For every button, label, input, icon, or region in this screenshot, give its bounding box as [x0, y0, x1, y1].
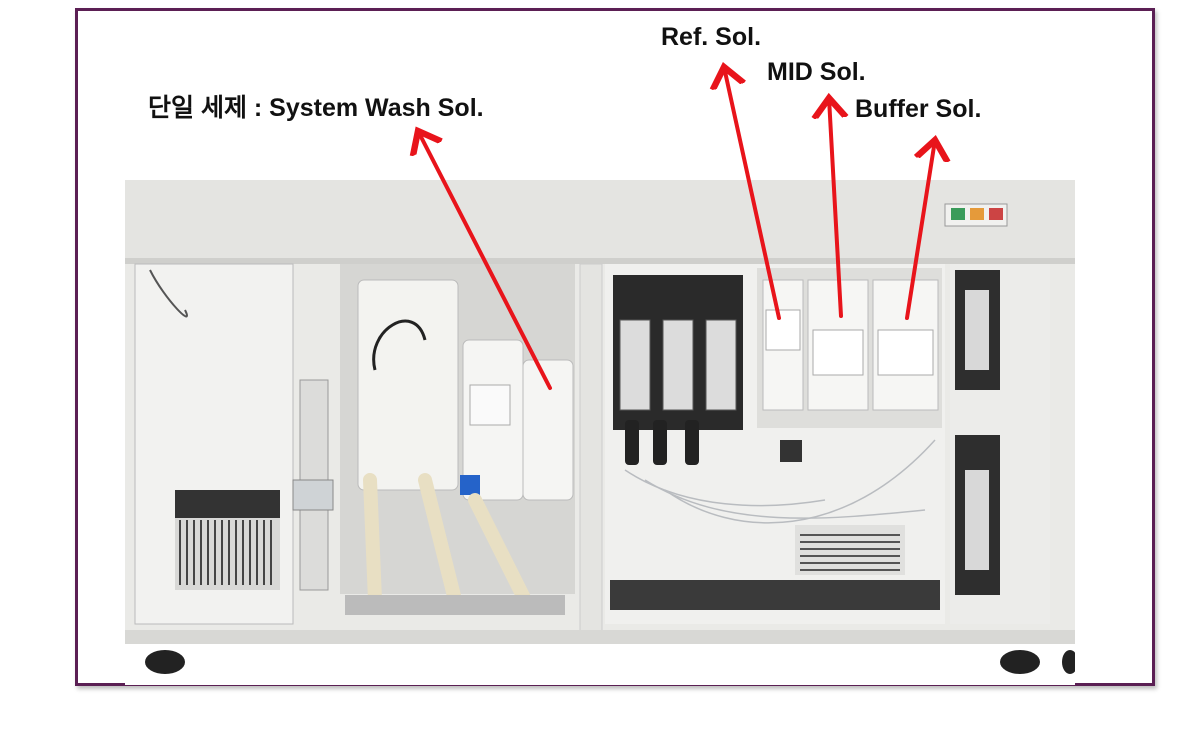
buffer-solution-label: Buffer Sol.: [855, 95, 982, 123]
mid-solution-label: MID Sol.: [767, 58, 866, 86]
analyzer-photo: [125, 180, 1075, 685]
wash-solution-label: 단일 세제 : System Wash Sol.: [148, 94, 484, 122]
ref-solution-label: Ref. Sol.: [661, 23, 762, 51]
status-lamps: [944, 203, 1008, 227]
